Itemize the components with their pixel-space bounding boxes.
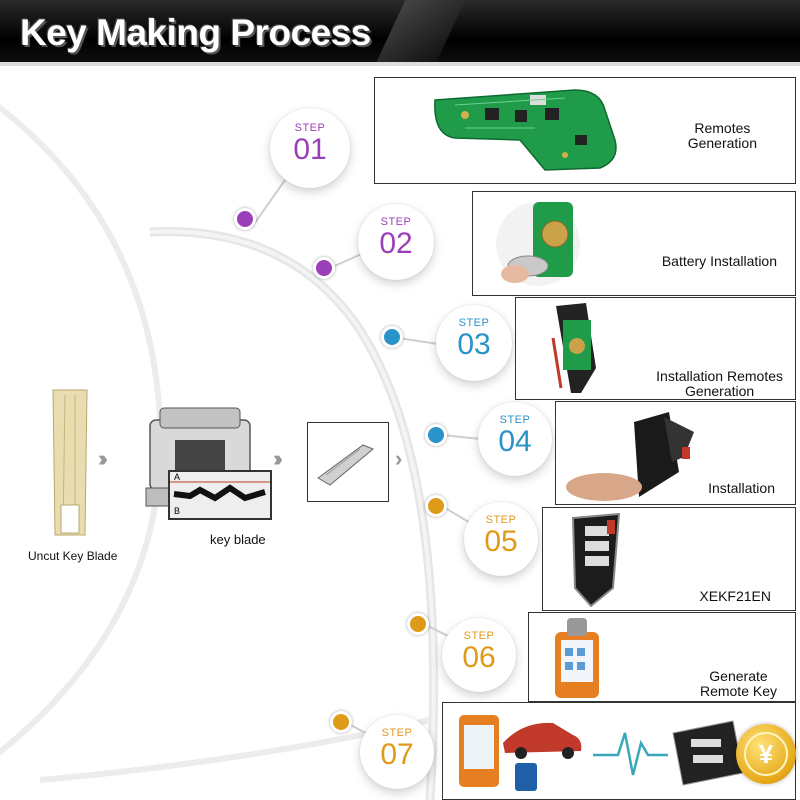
header-bar: Key Making Process bbox=[0, 0, 800, 66]
step-06-number: 06 bbox=[462, 641, 496, 674]
step-04-label: Installation bbox=[708, 480, 775, 496]
step-05-label: XEKF21EN bbox=[699, 588, 771, 604]
step-01-dot bbox=[234, 208, 256, 230]
remote-shell-image bbox=[551, 303, 596, 393]
step-01-card: Remotes Generation bbox=[374, 77, 796, 184]
installation-image bbox=[566, 412, 694, 501]
step-04-card: Installation bbox=[555, 401, 796, 505]
marker-a: A bbox=[174, 472, 181, 482]
key-cut-profile bbox=[170, 481, 270, 502]
step-06-bubble: STEP 06 bbox=[442, 618, 516, 692]
key-profile-panel: A B bbox=[168, 470, 272, 520]
step-03-card: Installation Remotes Generation bbox=[515, 297, 796, 400]
step-01-word: STEP bbox=[294, 122, 326, 134]
step-02-bubble: STEP 02 bbox=[358, 204, 434, 280]
uncut-key-blade-image bbox=[52, 389, 88, 536]
page-title: Key Making Process bbox=[20, 12, 371, 53]
chevron-right-icon: ››› bbox=[98, 446, 108, 471]
step-04-bubble: STEP 04 bbox=[478, 402, 552, 476]
cut-key-blade-box bbox=[307, 422, 389, 502]
step-06-card: Generate Remote Key bbox=[528, 612, 796, 702]
step-06-word: STEP bbox=[463, 630, 495, 642]
marker-b: B bbox=[174, 506, 181, 516]
step-02-number: 02 bbox=[379, 227, 413, 260]
step-07-dot bbox=[330, 711, 352, 733]
step-05-number: 05 bbox=[484, 525, 518, 558]
yen-icon: ¥ bbox=[758, 739, 774, 769]
pcb-board-image bbox=[434, 89, 617, 171]
xekf21en-remote-image bbox=[571, 512, 621, 608]
step-04-dot bbox=[425, 424, 447, 446]
step-05-card: XEKF21EN bbox=[542, 507, 796, 611]
coin-badge[interactable]: ¥ bbox=[736, 724, 796, 784]
chevron-right-icon: ››› bbox=[273, 446, 283, 471]
uncut-key-blade-label: Uncut Key Blade bbox=[28, 549, 118, 563]
step-03-label: Installation Remotes Generation bbox=[656, 368, 783, 399]
step-04-word: STEP bbox=[499, 414, 531, 426]
coin-inner-ring: ¥ bbox=[744, 732, 788, 776]
key-blade-label: key blade bbox=[210, 532, 266, 547]
step-01-number: 01 bbox=[293, 133, 327, 166]
step-04-number: 04 bbox=[498, 425, 532, 458]
step-02-label: Battery Installation bbox=[661, 253, 777, 269]
battery-image bbox=[496, 202, 580, 286]
step-06-dot bbox=[407, 613, 429, 635]
step-01-bubble: STEP 01 bbox=[270, 108, 350, 188]
step-03-bubble: STEP 03 bbox=[436, 305, 512, 381]
car-sync-image bbox=[459, 715, 744, 791]
step-06-label: Generate Remote Key bbox=[699, 668, 777, 699]
chevron-right-icon: › bbox=[395, 446, 404, 471]
key-tool-device-image bbox=[555, 618, 599, 698]
step-05-dot bbox=[425, 495, 447, 517]
step-02-dot bbox=[313, 257, 335, 279]
step-03-dot bbox=[381, 326, 403, 348]
step-07-number: 07 bbox=[380, 738, 414, 771]
cut-key-blade-image bbox=[317, 444, 374, 486]
step-05-bubble: STEP 05 bbox=[464, 502, 538, 576]
step-05-word: STEP bbox=[485, 514, 517, 526]
step-07-word: STEP bbox=[381, 727, 413, 739]
step-03-word: STEP bbox=[458, 317, 490, 329]
step-01-label: Remotes Generation bbox=[687, 120, 757, 151]
step-03-number: 03 bbox=[457, 328, 491, 361]
step-02-word: STEP bbox=[380, 216, 412, 228]
step-02-card: Battery Installation bbox=[472, 191, 796, 296]
step-07-bubble: STEP 07 bbox=[360, 715, 434, 789]
